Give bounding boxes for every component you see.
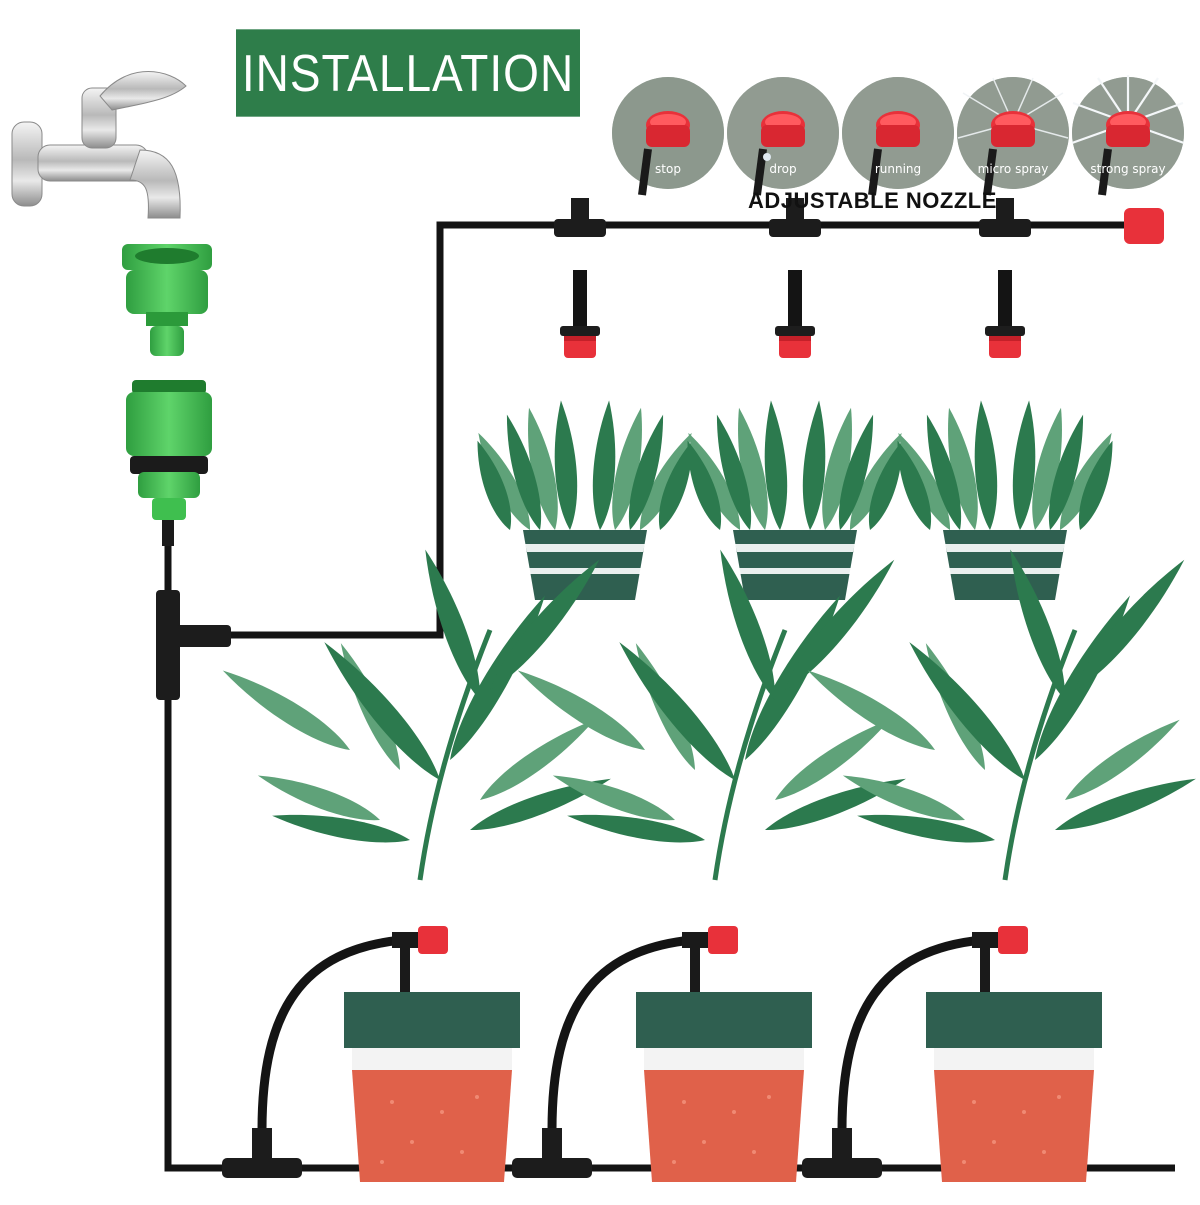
- mode-label: strong spray: [1090, 162, 1165, 176]
- small-plants: [468, 400, 1121, 600]
- tube-adapter-icon: [126, 380, 212, 546]
- nozzle-modes: stop drop running micro spray: [612, 75, 1185, 195]
- mode-label: stop: [655, 162, 681, 176]
- mode-strong-spray-icon: strong spray: [1071, 75, 1185, 195]
- mode-label: running: [875, 162, 921, 176]
- mode-drop-icon: drop: [727, 77, 839, 195]
- installation-banner: INSTALLATION: [236, 29, 580, 117]
- mode-running-icon: running: [842, 77, 954, 195]
- tee-connector-icon: [156, 590, 231, 700]
- faucet-icon: [11, 71, 187, 219]
- end-nozzle-icon: [1124, 208, 1164, 244]
- mode-label: micro spray: [978, 162, 1049, 176]
- big-pots: [344, 992, 1102, 1182]
- top-line-nozzles: [554, 198, 1164, 358]
- adjustable-nozzle-title: ADJUSTABLE NOZZLE: [748, 188, 997, 213]
- hose-connector-icon: [122, 244, 212, 356]
- mode-micro-spray-icon: micro spray: [957, 77, 1069, 195]
- mode-label: drop: [769, 162, 796, 176]
- mode-stop-icon: stop: [612, 77, 724, 195]
- bottom-tees: [222, 1128, 882, 1178]
